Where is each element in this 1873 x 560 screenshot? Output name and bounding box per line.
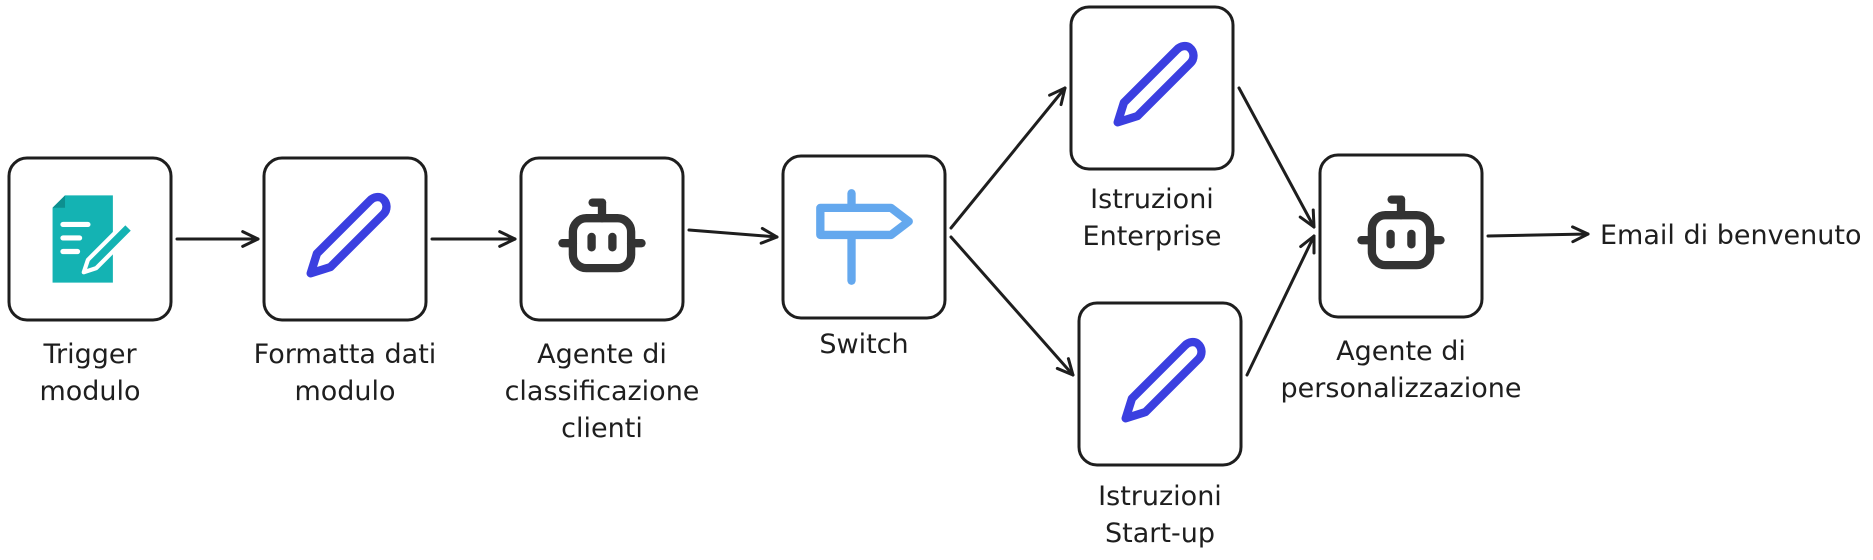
- node-trigger: [7, 156, 173, 322]
- arrowhead: [1571, 225, 1590, 244]
- edge-classify-to-switch: [687, 226, 779, 245]
- node-label-line: modulo: [39, 376, 141, 407]
- arrowhead: [498, 230, 517, 248]
- node-label-line: Trigger: [43, 339, 137, 370]
- edge-line: [949, 86, 1067, 230]
- edge-line: [949, 235, 1075, 377]
- edge-line: [1245, 234, 1316, 377]
- edge-personalize-to-output: [1486, 225, 1590, 244]
- arrowhead: [759, 226, 779, 245]
- node-classify: [519, 156, 685, 322]
- node-startup: [1077, 301, 1243, 467]
- node-label-line: Switch: [819, 329, 909, 360]
- arrowhead: [241, 230, 260, 248]
- node-label-line: Agente di: [537, 339, 667, 370]
- edge-format-to-classify: [430, 230, 517, 248]
- edge-startup-to-personalize: [1245, 234, 1316, 377]
- node-box: [262, 156, 428, 322]
- edge-line: [687, 228, 779, 239]
- node-label-format: Formatta dati modulo: [195, 336, 495, 410]
- arrowhead: [1298, 208, 1316, 229]
- node-label-line: Istruzioni: [1090, 184, 1214, 215]
- node-box: [519, 156, 685, 322]
- node-box: [1318, 153, 1484, 319]
- node-label-switch: Switch: [714, 326, 1014, 363]
- node-label-line: classificazione: [504, 376, 700, 407]
- edge-line: [1237, 86, 1316, 229]
- edge-enterprise-to-personalize: [1237, 86, 1316, 229]
- node-label-line: clienti: [561, 413, 643, 444]
- node-switch: [781, 154, 947, 320]
- edge-trigger-to-format: [175, 230, 260, 248]
- arrowhead: [1299, 234, 1316, 255]
- node-box: [1077, 301, 1243, 467]
- node-label-line: Start-up: [1105, 518, 1215, 549]
- node-label-line: Istruzioni: [1098, 481, 1222, 512]
- node-personalize: [1318, 153, 1484, 319]
- node-label-trigger: Trigger modulo: [0, 336, 240, 410]
- arrowhead: [1048, 86, 1067, 107]
- node-box: [1069, 5, 1235, 171]
- edge-line: [1486, 232, 1590, 238]
- node-label-line: modulo: [294, 376, 396, 407]
- node-label-personalize: Agente di personalizzazione: [1251, 333, 1551, 407]
- output-label: Email di benvenuto: [1600, 220, 1862, 251]
- node-label-classify: Agente di classificazione clienti: [452, 336, 752, 447]
- node-enterprise: [1069, 5, 1235, 171]
- edge-switch-to-enterprise: [949, 86, 1067, 230]
- edge-switch-to-startup: [949, 235, 1075, 377]
- node-format: [262, 156, 428, 322]
- node-label-line: Formatta dati: [253, 339, 437, 370]
- arrowhead: [1055, 357, 1075, 377]
- node-label-line: Enterprise: [1082, 221, 1222, 252]
- node-label-line: personalizzazione: [1280, 373, 1522, 404]
- node-label-line: Agente di: [1336, 336, 1466, 367]
